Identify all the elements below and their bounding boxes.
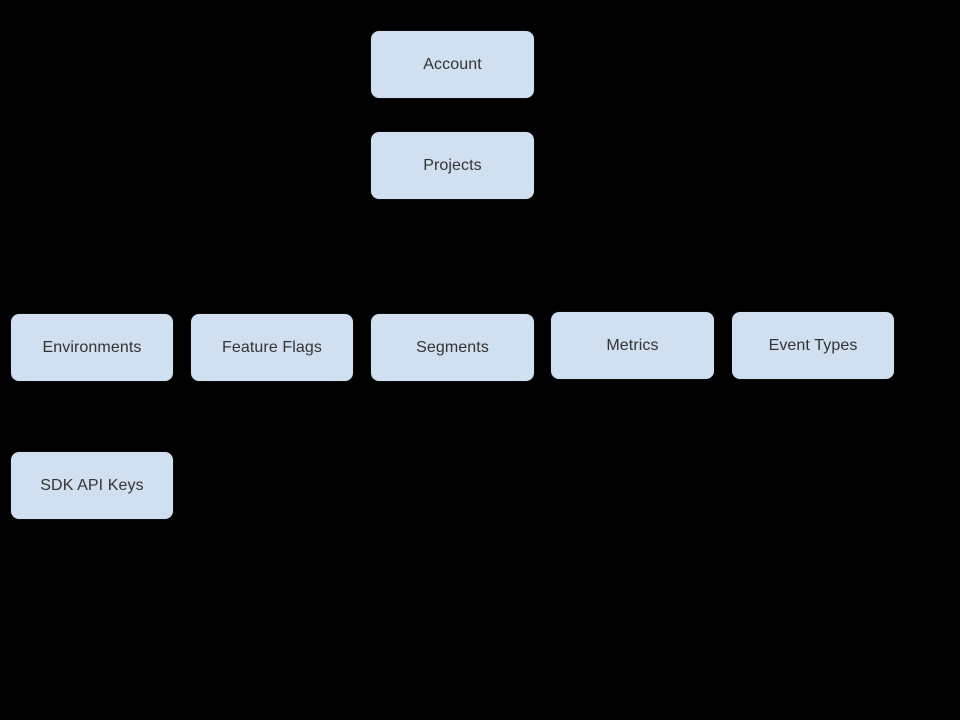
node-event-types[interactable]: Event Types [731, 311, 895, 380]
node-label-environments: Environments [42, 338, 142, 356]
node-segments[interactable]: Segments [370, 313, 535, 382]
node-label-feature-flags: Feature Flags [221, 338, 322, 356]
node-label-metrics: Metrics [606, 336, 659, 354]
node-sdk-api-keys[interactable]: SDK API Keys [10, 451, 174, 520]
node-feature-flags[interactable]: Feature Flags [190, 313, 354, 382]
node-projects[interactable]: Projects [370, 131, 535, 200]
node-label-projects: Projects [423, 156, 482, 174]
node-label-segments: Segments [416, 338, 489, 356]
node-environments[interactable]: Environments [10, 313, 174, 382]
node-label-account: Account [423, 55, 482, 73]
node-label-sdk-api-keys: SDK API Keys [40, 476, 144, 494]
node-account[interactable]: Account [370, 30, 535, 99]
node-label-event-types: Event Types [768, 336, 858, 354]
node-metrics[interactable]: Metrics [550, 311, 715, 380]
